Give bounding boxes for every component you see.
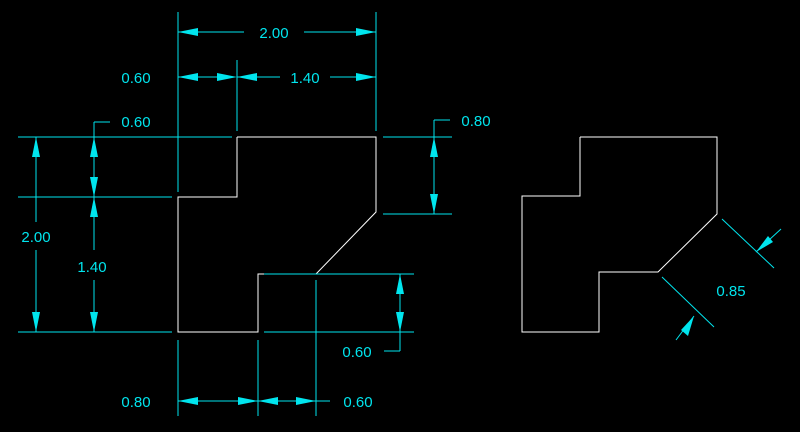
- dim-label-aligned-chamfer: 0.85: [716, 283, 745, 300]
- dimension-right-step: 0.80: [430, 113, 491, 214]
- dimension-left-lower: 1.40: [77, 197, 107, 332]
- dim-label-top-right: 1.40: [290, 70, 319, 87]
- part-outline-left: [177, 136, 377, 333]
- dim-label-left-lower: 1.40: [77, 259, 106, 276]
- dim-label-top-overall: 2.00: [259, 25, 288, 42]
- dimension-left-overall: 2.00: [21, 137, 51, 332]
- dim-label-bottom-left: 0.80: [121, 394, 150, 411]
- dim-label-top-left: 0.60: [121, 70, 150, 87]
- dim-label-right-lower: 0.60: [342, 344, 371, 361]
- dim-label-right-step: 0.80: [461, 113, 490, 130]
- dimension-bottom: 0.80 0.60: [121, 394, 372, 411]
- extension-lines: [18, 12, 775, 416]
- dimension-right-lower: 0.60: [342, 274, 404, 361]
- dim-label-left-overall: 2.00: [21, 229, 50, 246]
- dimension-top-overall: 2.00: [178, 25, 376, 42]
- dim-label-left-step: 0.60: [121, 114, 150, 131]
- part-outline-right: [521, 136, 718, 333]
- dimension-top-split: 0.60 1.40: [121, 70, 376, 87]
- dim-label-bottom-mid: 0.60: [343, 394, 372, 411]
- dimension-aligned-chamfer: 0.85: [675, 228, 782, 341]
- dimension-left-step: 0.60: [90, 114, 151, 197]
